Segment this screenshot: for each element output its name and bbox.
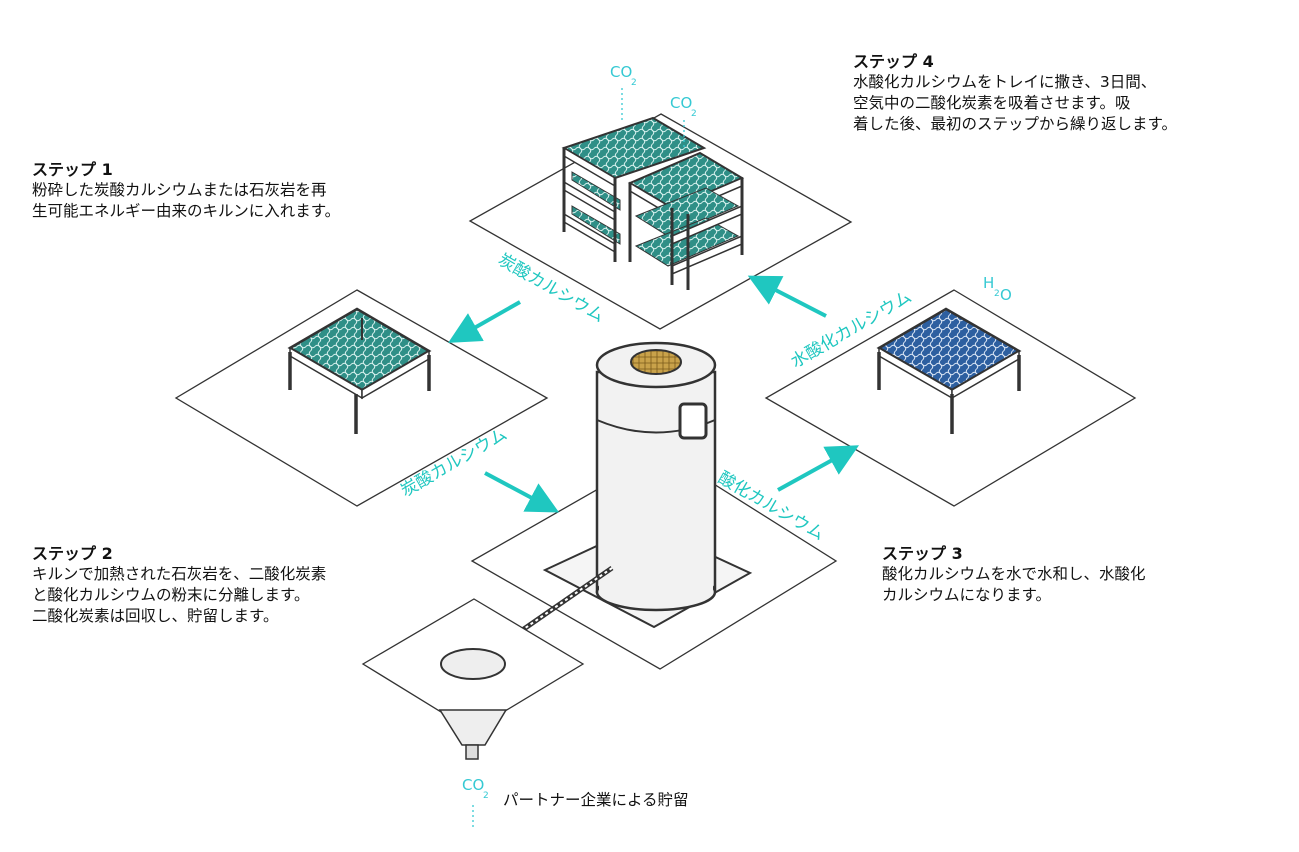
svg-text:O: O <box>1000 286 1012 304</box>
step-2-title: ステップ 2 <box>32 544 113 563</box>
step-1-title: ステップ 1 <box>32 160 113 179</box>
kiln <box>595 341 717 612</box>
step-1-platform <box>174 289 549 507</box>
step-1-line-1: 粉砕した炭酸カルシウムまたは石灰岩を再 <box>32 181 327 199</box>
step-4-line-2: 空気中の二酸化炭素を吸着させます。吸 <box>853 94 1131 112</box>
step-4-text: ステップ 4 水酸化カルシウムをトレイに撒き、3日間、 空気中の二酸化炭素を吸着… <box>853 51 1177 135</box>
svg-text:2: 2 <box>994 289 1000 299</box>
arrow-step4-to-step1 <box>448 300 521 343</box>
co2-air-label-2: CO 2 <box>670 94 697 148</box>
step-4-platform: CO 2 CO 2 <box>468 63 853 330</box>
step-4-line-1: 水酸化カルシウムをトレイに撒き、3日間、 <box>853 73 1157 91</box>
co2-air-label-1: CO 2 <box>610 63 637 120</box>
svg-text:CO: CO <box>610 63 632 81</box>
step-3-title: ステップ 3 <box>882 544 963 563</box>
hydration-table <box>876 307 1022 434</box>
arrow-step1-to-step2 <box>484 471 560 513</box>
h2o-label: H 2 O <box>983 274 1012 304</box>
step-2-line-3: 二酸化炭素は回収し、貯留します。 <box>32 607 279 625</box>
svg-text:H: H <box>983 274 994 292</box>
step-2-line-2: と酸化カルシウムの粉末に分離します。 <box>32 586 310 604</box>
step-2-line-1: キルンで加熱された石灰岩を、二酸化炭素 <box>32 565 327 583</box>
step-3-line-2: カルシウムになります。 <box>882 586 1051 604</box>
step-2-platform <box>470 341 838 670</box>
storage-platform: CO 2 <box>361 598 585 828</box>
co2-storage-label: CO 2 <box>462 776 489 828</box>
arrow-step2-to-step3 <box>777 445 860 492</box>
step-4-title: ステップ 4 <box>853 52 934 71</box>
step-1-line-2: 生可能エネルギー由来のキルンに入れます。 <box>32 202 341 220</box>
svg-text:2: 2 <box>691 109 697 119</box>
drying-rack-front <box>627 151 745 290</box>
step-2-text: ステップ 2 キルンで加熱された石灰岩を、二酸化炭素 と酸化カルシウムの粉末に分… <box>32 543 326 627</box>
svg-text:2: 2 <box>483 791 489 801</box>
svg-text:CO: CO <box>670 94 692 112</box>
calcium-carbonate-table <box>287 307 432 434</box>
step-3-platform: H 2 O <box>764 274 1137 507</box>
svg-text:CO: CO <box>462 776 484 794</box>
step-3-line-1: 酸化カルシウムを水で水和し、水酸化 <box>882 565 1146 583</box>
step-3-text: ステップ 3 酸化カルシウムを水で水和し、水酸化 カルシウムになります。 <box>882 543 1146 606</box>
step-4-line-3: 着した後、最初のステップから繰り返します。 <box>853 115 1177 133</box>
storage-label: パートナー企業による貯留 <box>503 791 689 809</box>
drying-rack-back <box>561 116 707 262</box>
arrow-step3-to-step4 <box>747 275 827 318</box>
svg-text:2: 2 <box>631 78 637 88</box>
step-1-text: ステップ 1 粉砕した炭酸カルシウムまたは石灰岩を再 生可能エネルギー由来のキル… <box>32 159 340 222</box>
